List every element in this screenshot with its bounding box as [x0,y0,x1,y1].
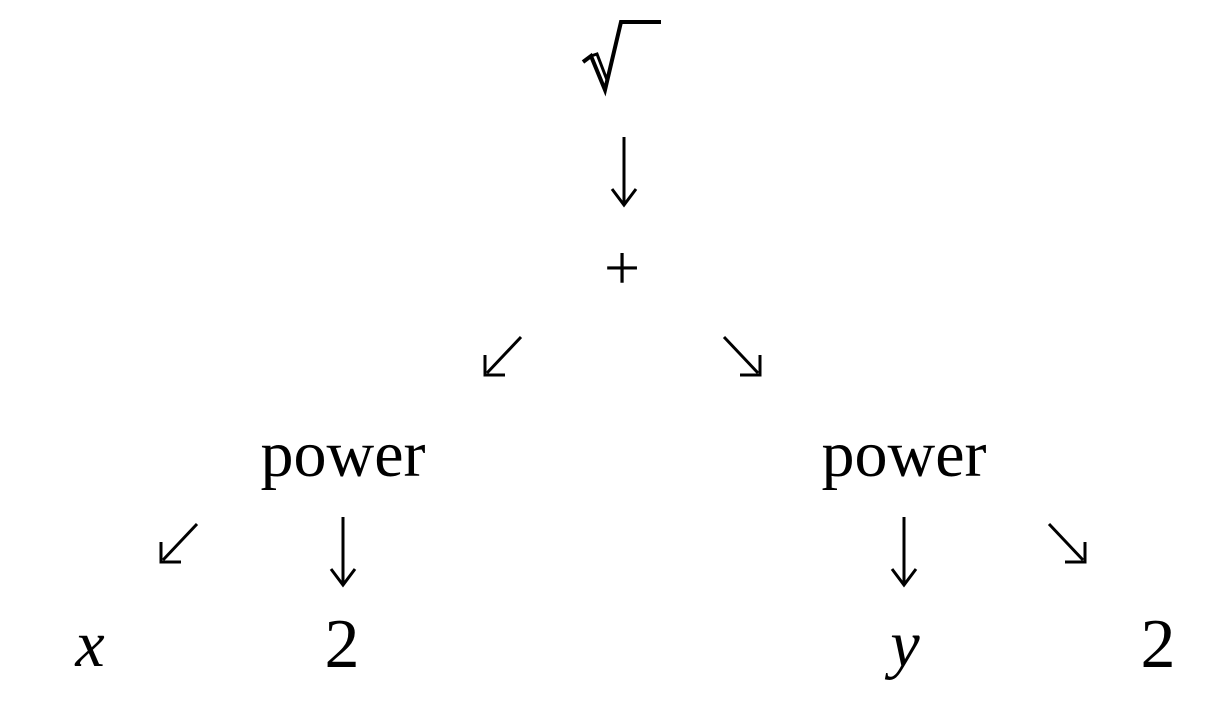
arrow-down-left-icon [483,335,523,377]
arrow-down-right-icon [722,335,762,377]
root-node-sqrt: √ [577,18,667,102]
leaf-exponent-left: 2 [324,606,360,683]
arrow-down-icon [610,137,638,208]
leaf-variable-x: x [75,608,105,681]
arrow-down-left-icon [159,522,199,564]
arrow-down-right-icon [1047,522,1087,564]
power-node-right: power [821,418,987,491]
leaf-exponent-right: 2 [1140,606,1176,683]
power-node-left: power [260,418,426,491]
arrow-down-icon [329,517,357,588]
arrow-down-icon [890,517,918,588]
sqrt-icon [581,20,661,97]
leaf-variable-y: y [890,608,920,681]
plus-node: + [603,232,641,303]
